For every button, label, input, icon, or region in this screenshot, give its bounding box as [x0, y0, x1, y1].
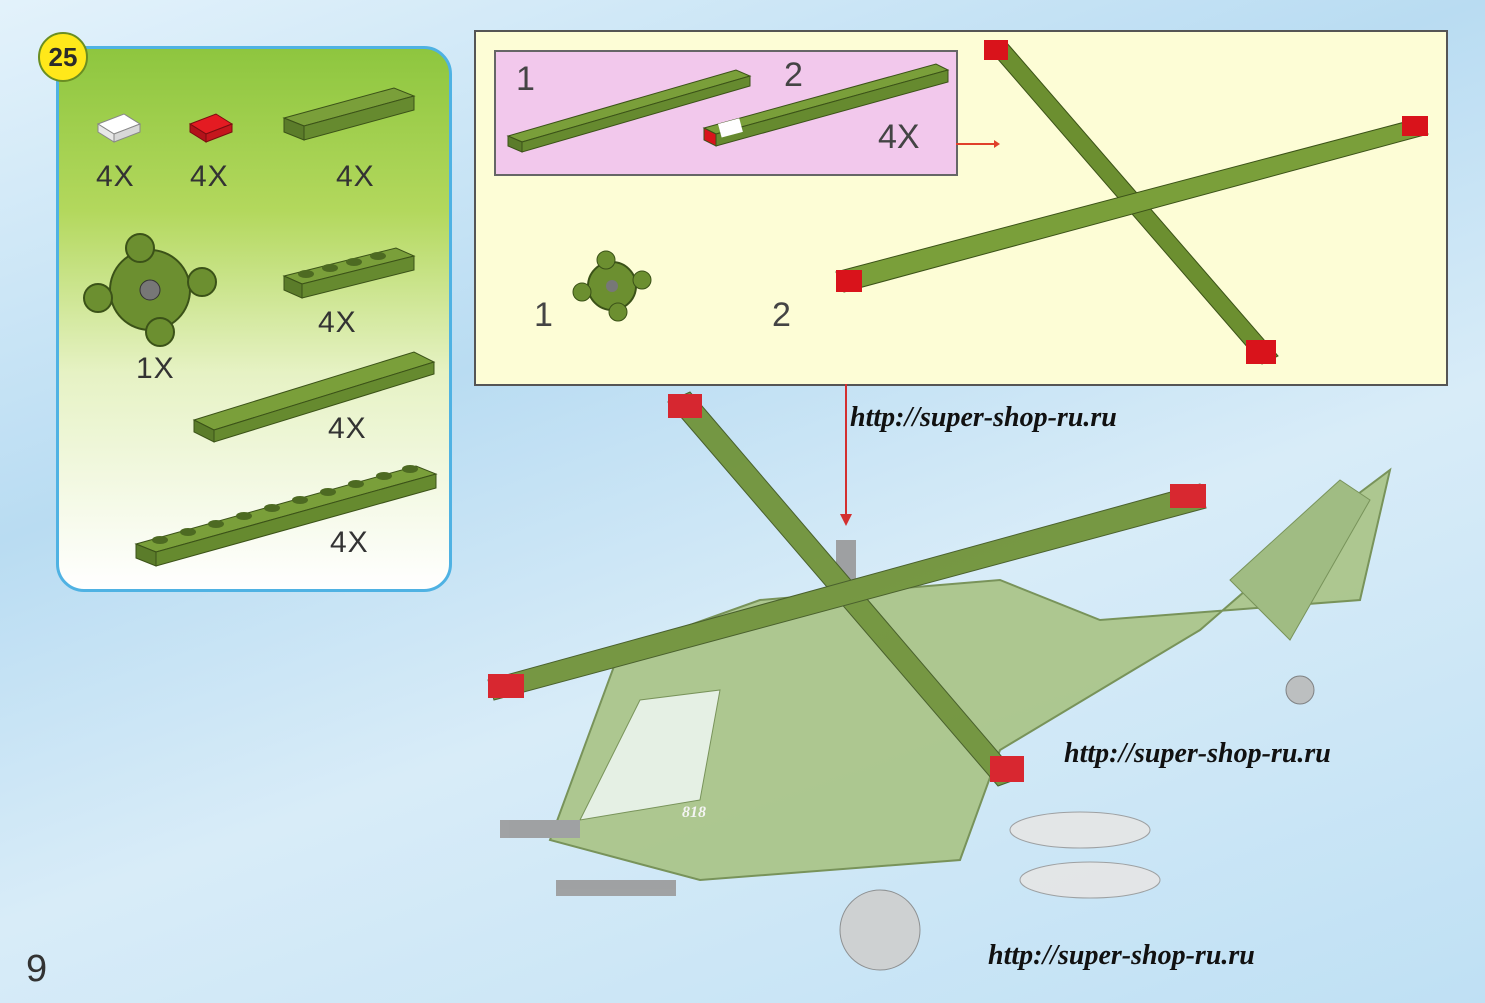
plate-1x4-part: [282, 247, 416, 299]
part-qty-white-tile: 4X: [96, 160, 135, 193]
page-number: 9: [26, 948, 48, 990]
sub-label-1: 1: [516, 60, 535, 98]
part-qty-rotor-hub: 1X: [136, 352, 175, 385]
helicopter-model: [487, 391, 1392, 971]
assembled-rotor: [835, 40, 1429, 365]
flat-tile-part: [282, 87, 416, 141]
part-qty-plate-1x4: 4X: [318, 306, 357, 339]
part-qty-red-tile: 4X: [190, 160, 229, 193]
sub-assembly-blade: [702, 63, 950, 147]
step-number-badge: 25: [38, 32, 88, 82]
part-qty-long-plate: 4X: [330, 526, 369, 559]
sub-qty: 4X: [878, 118, 920, 156]
sub-assembly-box: [494, 50, 958, 176]
watermark-url-1: http://super-shop-ru.ru: [850, 402, 1117, 433]
sub-assembly-plate: [506, 69, 752, 153]
watermark-url-3: http://super-shop-ru.ru: [988, 940, 1255, 971]
red-tile-part: [188, 113, 234, 143]
part-qty-flat-tile: 4X: [336, 160, 375, 193]
sub-label-2: 2: [784, 56, 803, 94]
watermark-url-2: http://super-shop-ru.ru: [1064, 738, 1331, 769]
assembly-label-1: 1: [534, 296, 553, 334]
rotor-hub-small: [572, 250, 652, 322]
long-tile-part: [192, 351, 436, 443]
helicopter-number: 818: [682, 804, 706, 821]
assembly-label-2: 2: [772, 296, 791, 334]
rotor-hub-part: [83, 233, 217, 347]
white-tile-part: [96, 113, 142, 143]
part-qty-long-tile: 4X: [328, 412, 367, 445]
long-plate-part: [134, 465, 438, 567]
